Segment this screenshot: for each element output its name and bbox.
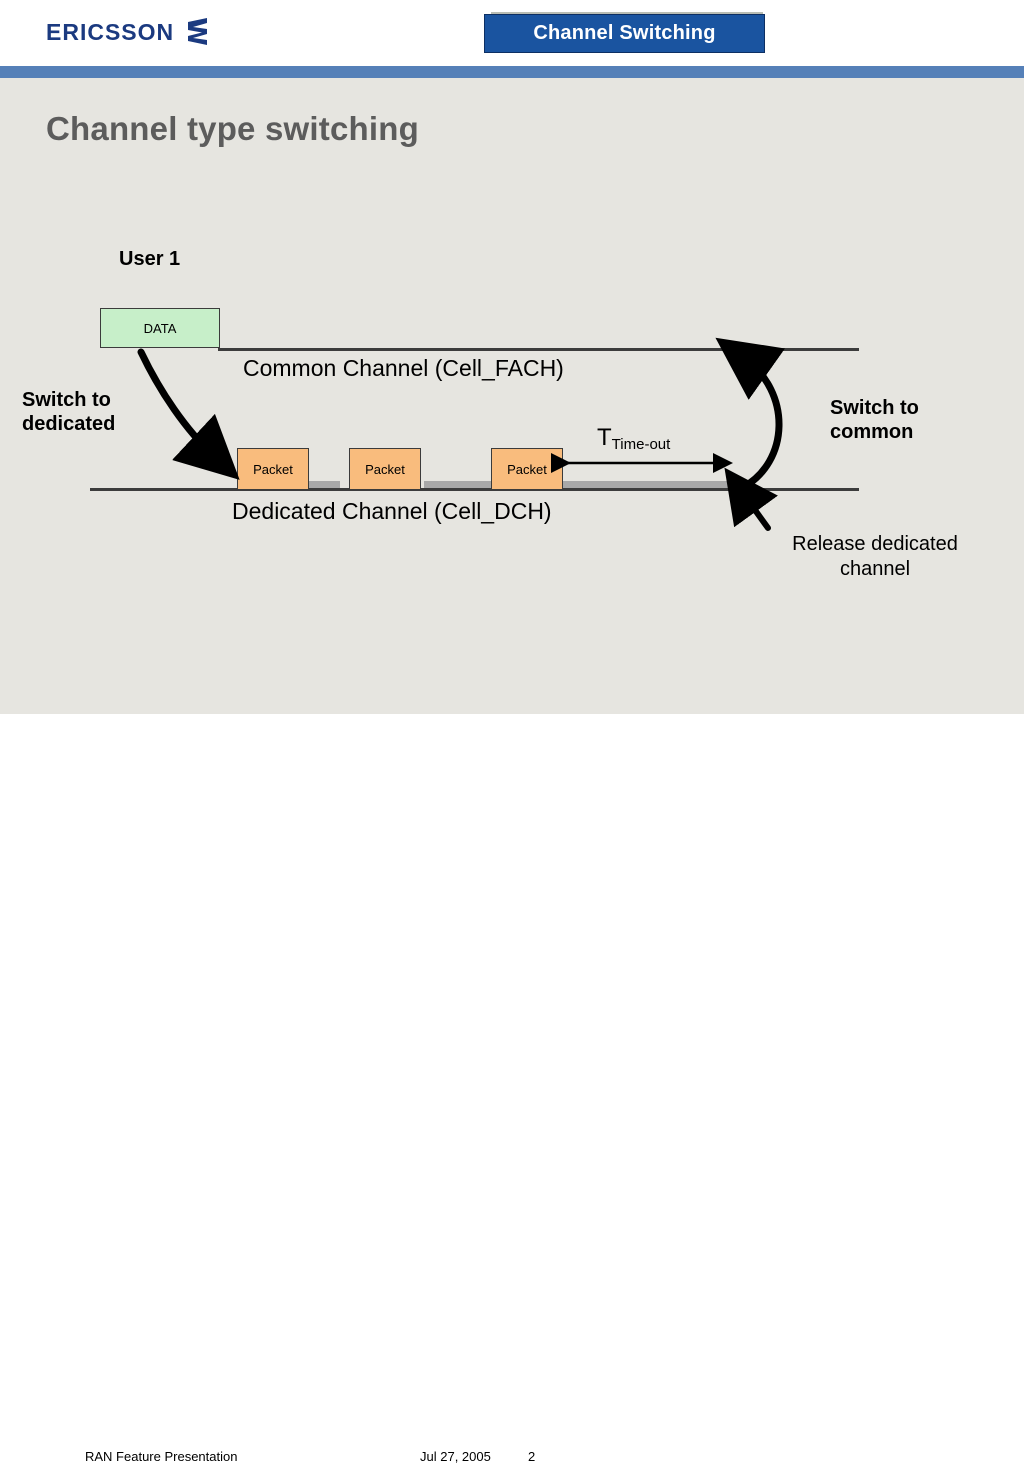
data-box: DATA xyxy=(100,308,220,348)
dch-occupancy-bar-3 xyxy=(557,481,733,488)
data-box-label: DATA xyxy=(143,320,177,336)
switch-to-dedicated-label: Switch to dedicated xyxy=(22,389,116,436)
timeout-label: TTime-out xyxy=(597,424,671,453)
switch-to-common-label: Switch to common xyxy=(830,397,919,444)
switch-to-common-arrow xyxy=(715,337,786,492)
footer-page-number: 2 xyxy=(528,1449,536,1464)
timeout-main-text: T xyxy=(597,424,612,451)
release-channel-arrow xyxy=(724,467,778,531)
footer-presentation-name: RAN Feature Presentation xyxy=(85,1449,238,1464)
footer-date: Jul 27, 2005 xyxy=(420,1449,491,1464)
ericsson-logo-mark-icon xyxy=(186,17,212,47)
user-label: User 1 xyxy=(119,248,181,270)
slide-header: ERICSSON Channel Switching xyxy=(0,0,1024,66)
dch-occupancy-bar-2 xyxy=(424,481,494,488)
switch-to-dedicated-arrow xyxy=(137,348,240,480)
packet-box-1: Packet xyxy=(237,448,309,490)
channel-switching-diagram: User 1 DATA Packet Packet Packet Common … xyxy=(22,248,958,580)
page-title: Channel type switching xyxy=(46,110,419,147)
packet-box-2: Packet xyxy=(349,448,421,490)
dch-occupancy-bar-1 xyxy=(300,481,340,488)
diagram-arrows xyxy=(137,337,786,531)
timeout-subscript: Time-out xyxy=(611,436,671,453)
header-divider xyxy=(0,66,1024,78)
logo-text: ERICSSON xyxy=(46,18,175,45)
section-title-text: Channel Switching xyxy=(533,22,716,44)
ericsson-logo: ERICSSON xyxy=(46,17,212,47)
dedicated-channel-line xyxy=(90,488,859,491)
common-channel-line xyxy=(218,348,859,351)
dedicated-channel-label: Dedicated Channel (Cell_DCH) xyxy=(232,498,552,524)
packet-label-1: Packet xyxy=(253,461,293,477)
common-channel-label: Common Channel (Cell_FACH) xyxy=(243,355,564,381)
packet-box-3: Packet xyxy=(491,448,563,490)
packet-label-2: Packet xyxy=(365,461,405,477)
section-title-tab: Channel Switching xyxy=(484,14,765,53)
release-dedicated-channel-label: Release dedicated channel xyxy=(792,533,958,580)
packet-label-3: Packet xyxy=(507,461,547,477)
slide-footer: RAN Feature Presentation Jul 27, 2005 2 xyxy=(0,714,1024,1464)
